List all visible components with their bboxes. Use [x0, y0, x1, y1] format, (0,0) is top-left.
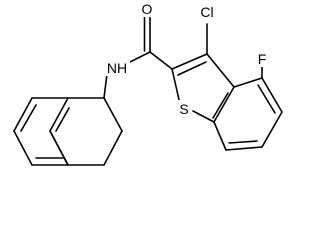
bond-carbonyl-thiophene: [149, 51, 173, 70]
bond-c2-c3-double-2: [177, 61, 207, 76]
chlorine-label: Cl: [200, 4, 213, 20]
chemical-structure: O Cl F NH S: [13, 1, 283, 166]
oxygen-label-bg: [139, 1, 155, 17]
sulfur-label: S: [179, 101, 188, 117]
sulfur-label-bg: [177, 100, 191, 118]
atom-labels: O Cl F NH S: [104, 1, 268, 118]
bond-t5-t4a: [49, 130, 69, 166]
bond-t4a-t8a: [49, 97, 69, 132]
bond-t1-t2: [103, 97, 123, 132]
nh-label: NH: [107, 60, 127, 76]
bond-c3a-c7a-inner: [212, 92, 229, 119]
oxygen-label: O: [142, 1, 153, 17]
bond-t4a-t8a-inner: [55, 107, 70, 132]
bond-c2-c3-double-1: [171, 53, 208, 70]
bond-c7-c7a: [213, 121, 227, 151]
nh-label-bg: [104, 60, 130, 76]
bond-t2-t3: [103, 130, 123, 166]
bond-s1-c7a: [192, 110, 215, 123]
bond-layer: [13, 16, 283, 166]
bond-t8-t7-inner: [20, 104, 37, 132]
bond-c3a-c7a: [213, 86, 235, 123]
chlorine-label-bg: [196, 3, 218, 21]
fluorine-label-bg: [256, 51, 268, 67]
bond-c3-c3a: [206, 53, 235, 88]
bond-t8-t7: [13, 97, 33, 132]
bond-c4-c5: [261, 77, 283, 113]
bond-c6-c7-inner: [228, 140, 258, 144]
bond-nh-tetralin: [103, 73, 108, 99]
bond-t7-t6: [13, 130, 33, 166]
bond-c6-c7: [225, 146, 263, 151]
bond-c4-c5-inner: [257, 84, 276, 114]
bond-c5-c6: [261, 111, 283, 148]
bond-c2-s1: [171, 68, 181, 105]
bond-c3a-c4: [233, 77, 263, 88]
fluorine-label: F: [258, 51, 267, 67]
